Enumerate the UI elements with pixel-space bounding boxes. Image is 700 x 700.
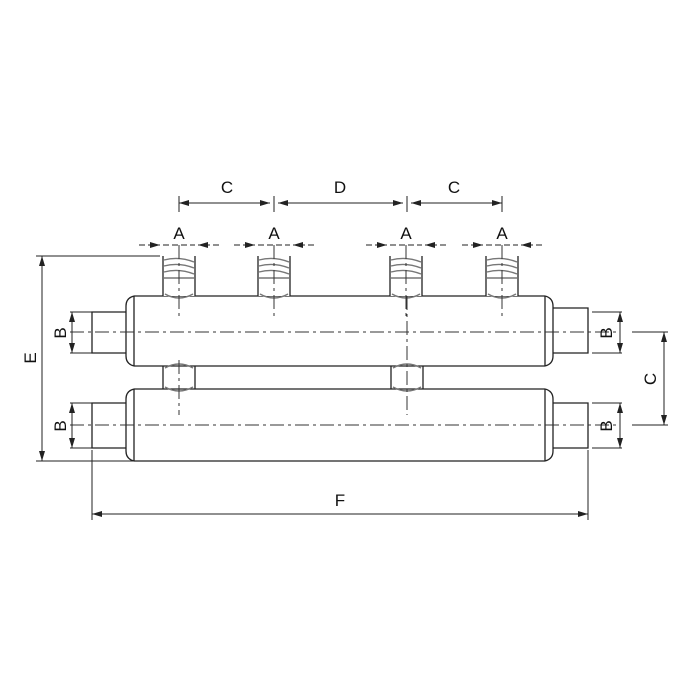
label-a-2: A [268, 224, 280, 243]
connecting-nipples [162, 296, 424, 415]
label-d: D [334, 178, 346, 197]
dimension-e: E [21, 255, 160, 462]
label-a-1: A [173, 224, 185, 243]
dimension-c-vertical: C [632, 331, 668, 426]
label-a-4: A [496, 224, 508, 243]
label-e: E [21, 352, 40, 363]
label-c-right: C [448, 178, 460, 197]
label-f: F [335, 491, 345, 510]
lower-tube [70, 388, 620, 462]
label-b-3: B [597, 327, 616, 338]
upper-tube [70, 295, 620, 367]
label-b-1: B [51, 327, 70, 338]
dimension-c-d-c: C D C [178, 178, 503, 212]
dimension-f: F [91, 450, 589, 520]
label-b-2: B [51, 420, 70, 431]
label-c-vertical: C [641, 373, 660, 385]
label-a-3: A [400, 224, 412, 243]
dimension-a: A A A A [139, 224, 542, 248]
label-c-left: C [221, 178, 233, 197]
dimension-b: B B B B [51, 311, 623, 449]
outlet-nipples [162, 244, 519, 321]
label-b-4: B [597, 420, 616, 431]
